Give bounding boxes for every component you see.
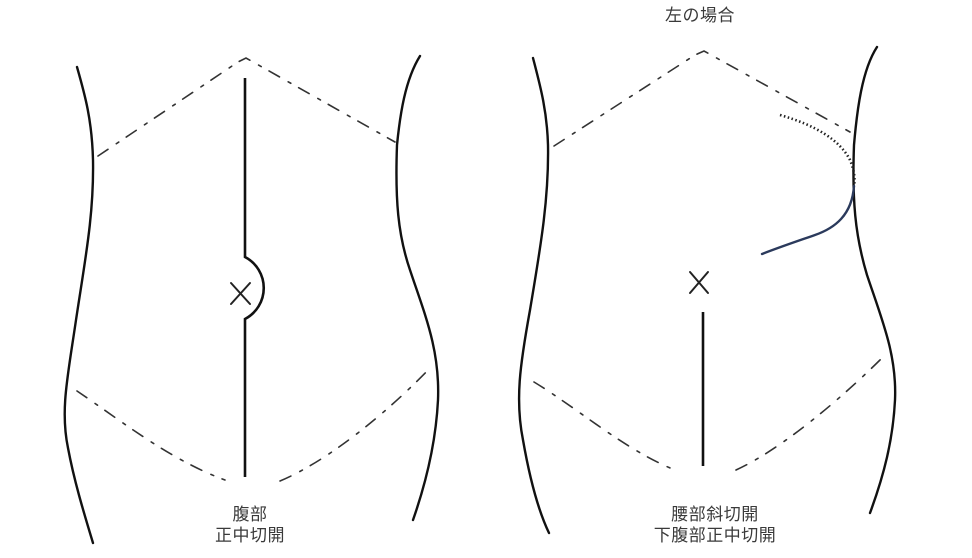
right-figure-caption: 腰部斜切開 下腹部正中切開 [615, 505, 815, 547]
right-figure-title: 左の場合 [665, 6, 735, 26]
left-inguinal-line [76, 365, 433, 482]
right-torso-figure [517, 45, 897, 535]
umbilicus-marker-left [230, 282, 251, 305]
left-torso-right-outline [395, 54, 440, 522]
right-caption-line2: 下腹部正中切開 [653, 526, 777, 546]
left-torso-left-outline [63, 65, 95, 545]
left-costal-margin-line [97, 57, 396, 157]
right-torso-left-outline [517, 56, 551, 535]
right-caption-line1: 腰部斜切開 [671, 505, 759, 525]
right-costal-margin-line [553, 50, 851, 147]
left-caption-line2: 正中切開 [215, 526, 285, 546]
dotted-extension-line [779, 113, 856, 187]
umbilicus-marker-right [689, 271, 709, 294]
oblique-flank-incision [760, 184, 856, 256]
left-caption-line1: 腹部 [232, 505, 268, 525]
midline-incision [243, 78, 266, 477]
left-torso-figure [63, 54, 440, 545]
right-torso-right-outline [852, 45, 897, 515]
left-figure-caption: 腹部 正中切開 [190, 505, 310, 547]
right-inguinal-line [533, 355, 885, 471]
